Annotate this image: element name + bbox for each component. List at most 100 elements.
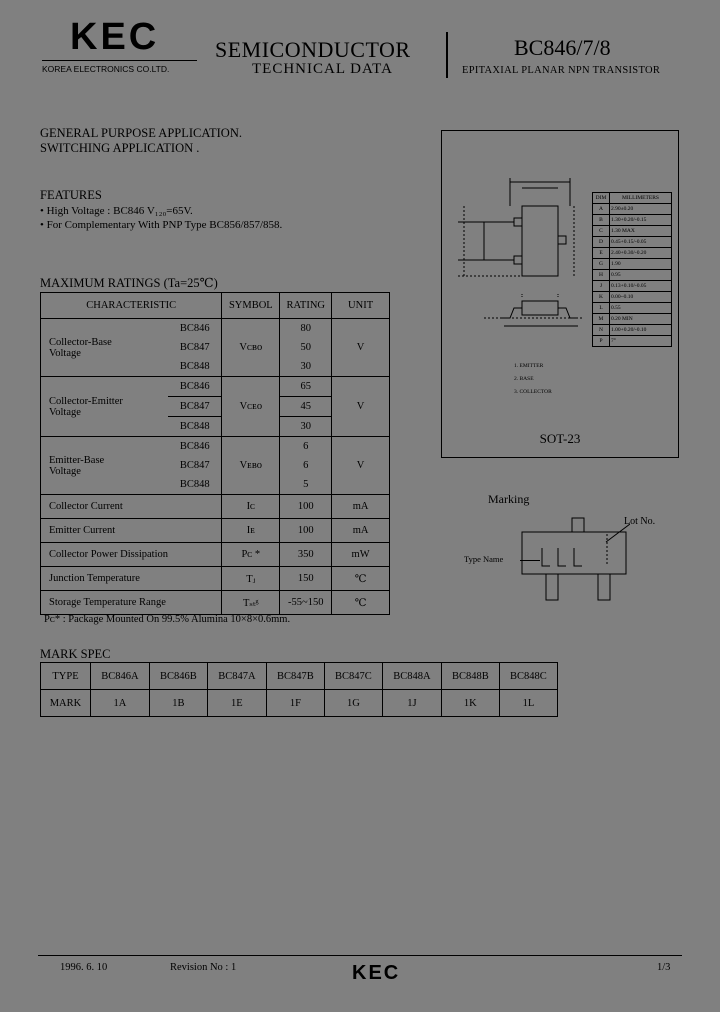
- dim-header: DIM: [592, 192, 610, 204]
- dim-value: 0.55: [609, 302, 672, 314]
- col-symbol: SYMBOL: [221, 292, 281, 319]
- unit-cell: mW: [331, 542, 390, 567]
- mark-cell: 1J: [381, 689, 442, 717]
- symbol-cell: Tₛₜᵍ: [221, 590, 281, 615]
- char-name: Junction Temperature: [39, 566, 223, 591]
- type-cell: BC847A: [206, 662, 267, 690]
- dim-symbol: G: [592, 258, 610, 270]
- dim-symbol: P: [592, 335, 610, 347]
- max-ratings-table: CHARACTERISTIC SYMBOL RATING UNIT Collec…: [39, 292, 390, 615]
- dim-symbol: L: [592, 302, 610, 314]
- col-rating: RATING: [279, 292, 333, 319]
- application-2: SWITCHING APPLICATION .: [40, 141, 200, 155]
- table-row: Collector Power Dissipation Pᴄ * 350 mW: [39, 542, 390, 567]
- type-cell: BC846B: [148, 662, 208, 690]
- sub-type: BC848: [179, 479, 210, 490]
- package-outline-drawing: [458, 178, 584, 327]
- technical-data-title: TECHNICAL DATA: [252, 61, 393, 77]
- rating-value: 5: [303, 479, 309, 490]
- type-cell: BC848A: [381, 662, 442, 690]
- table-row: MARK 1A 1B 1E 1F 1G 1J 1K 1L: [40, 689, 559, 717]
- dim-symbol: A: [592, 203, 610, 215]
- col-unit: UNIT: [331, 292, 390, 319]
- header-divider: [446, 32, 448, 78]
- rating-value: 150: [279, 566, 333, 591]
- mark-cell: 1L: [498, 689, 559, 717]
- sub-type: BC847: [179, 460, 210, 471]
- dim-symbol: D: [592, 236, 610, 248]
- rating-value: 6: [303, 460, 309, 471]
- part-number: BC846/7/8: [514, 35, 611, 60]
- dim-symbol: M: [592, 313, 610, 325]
- unit-cell: ℃: [331, 566, 390, 591]
- unit-cell: ℃: [331, 590, 390, 615]
- symbol-cell: Iᴇ: [221, 518, 281, 543]
- symbol-cell: Vᴇʙᴏ: [221, 436, 281, 495]
- sub-type: BC848: [179, 421, 210, 432]
- logo-underline: [42, 60, 197, 61]
- part-description: EPITAXIAL PLANAR NPN TRANSISTOR: [462, 65, 661, 76]
- sub-type: BC846: [179, 323, 210, 334]
- type-name-label: Type Name: [464, 554, 504, 564]
- lot-no-label: Lot No.: [624, 516, 656, 527]
- char-name: Emitter Current: [39, 518, 223, 543]
- unit-cell: V: [331, 436, 390, 495]
- char-name: Collector-Emitter: [49, 395, 123, 407]
- rating-value: 30: [300, 421, 311, 432]
- feature-2: • For Complementary With PNP Type BC856/…: [40, 219, 283, 231]
- rating-value: 100: [279, 518, 333, 543]
- dim-symbol: H: [592, 269, 610, 281]
- unit-cell: mA: [331, 494, 390, 519]
- mark-cell: 1E: [206, 689, 267, 717]
- company-name: KOREA ELECTRONICS CO.LTD.: [42, 64, 170, 74]
- type-cell: BC848B: [440, 662, 500, 690]
- footer-page: 1/3: [657, 962, 671, 973]
- table-row: Collector Current Iᴄ 100 mA: [39, 494, 390, 519]
- dim-value: 1.30+0.20/-0.15: [609, 214, 672, 226]
- mark-cell: 1F: [265, 689, 325, 717]
- table-row: Junction Temperature Tⱼ 150 ℃: [39, 566, 390, 591]
- rating-value: 45: [280, 396, 332, 417]
- mark-cell: 1A: [89, 689, 150, 717]
- dim-value: 0.13+0.10/-0.05: [609, 280, 672, 292]
- dim-value: 1.00+0.20/-0.10: [609, 324, 672, 336]
- rating-value: 50: [300, 342, 311, 353]
- ratings-footnote: Pᴄ* : Package Mounted On 99.5% Alumina 1…: [44, 614, 291, 625]
- char-name: Voltage: [49, 347, 81, 359]
- dim-value: 1.90: [609, 258, 672, 270]
- dim-symbol: E: [592, 247, 610, 259]
- package-name: SOT-23: [539, 431, 581, 446]
- dim-symbol: K: [592, 291, 610, 303]
- package-drawing-box: 1. EMITTER 2. BASE 3. COLLECTOR DIM MILL…: [441, 130, 679, 458]
- table-row: Collector-Emitter Voltage BC846 BC847 BC…: [40, 376, 390, 437]
- col-characteristic: CHARACTERISTIC: [39, 292, 223, 319]
- application-1: GENERAL PURPOSE APPLICATION.: [40, 126, 242, 140]
- footer-revision: Revision No : 1: [170, 962, 237, 973]
- table-row: Emitter-Base Voltage BC846 BC847 BC848 V…: [40, 436, 390, 495]
- footer-rule: [38, 955, 682, 956]
- table-row: Collector-Base Voltage BC846 BC847 BC848…: [40, 318, 390, 377]
- dim-value: 1.30 MAX: [609, 225, 672, 237]
- symbol-cell: Vᴄʙᴏ: [221, 318, 281, 377]
- table-row: Emitter Current Iᴇ 100 mA: [39, 518, 390, 543]
- rating-value: 6: [303, 441, 309, 452]
- symbol-cell: Vᴄᴇᴏ: [221, 376, 281, 437]
- kec-logo: KEC: [70, 16, 160, 58]
- mark-spec-table: TYPE BC846A BC846B BC847A BC847B BC847C …: [40, 662, 559, 717]
- rating-value: -55~150: [279, 590, 333, 615]
- dim-symbol: J: [592, 280, 610, 292]
- char-name: Emitter-Base: [49, 454, 105, 466]
- dim-symbol: B: [592, 214, 610, 226]
- footer-date: 1996. 6. 10: [60, 962, 108, 973]
- sub-type: BC847: [179, 342, 210, 353]
- mark-spec-heading: MARK SPEC: [40, 647, 111, 661]
- symbol-cell: Tⱼ: [221, 566, 281, 591]
- char-name: Collector-Base: [49, 336, 112, 348]
